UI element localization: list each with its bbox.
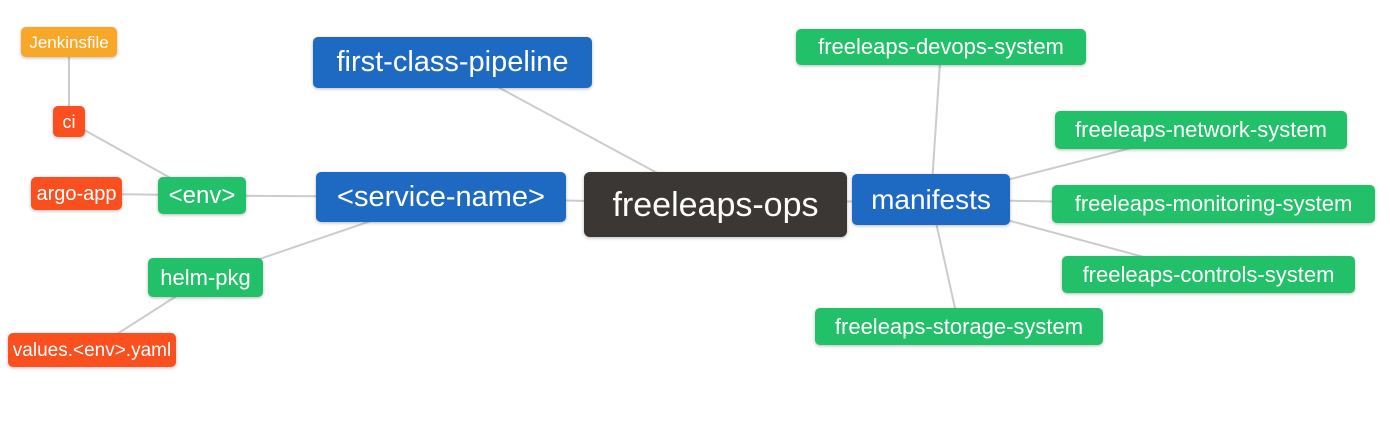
node-argo-app[interactable]: argo-app xyxy=(31,177,122,210)
node-env[interactable]: <env> xyxy=(158,177,246,214)
node-freeleaps-network-system[interactable]: freeleaps-network-system xyxy=(1055,111,1347,149)
node-first-class-pipeline[interactable]: first-class-pipeline xyxy=(313,37,592,88)
node-values-env-yaml[interactable]: values.<env>.yaml xyxy=(8,333,176,367)
node-freeleaps-devops-system[interactable]: freeleaps-devops-system xyxy=(796,29,1086,65)
node-freeleaps-ops-root[interactable]: freeleaps-ops xyxy=(584,172,847,237)
node-jenkinsfile[interactable]: Jenkinsfile xyxy=(21,27,117,57)
node-ci[interactable]: ci xyxy=(53,106,85,137)
node-helm-pkg[interactable]: helm-pkg xyxy=(148,258,263,297)
node-freeleaps-storage-system[interactable]: freeleaps-storage-system xyxy=(815,308,1103,345)
node-service-name[interactable]: <service-name> xyxy=(316,172,566,222)
node-freeleaps-controls-system[interactable]: freeleaps-controls-system xyxy=(1062,256,1355,293)
node-freeleaps-monitoring-system[interactable]: freeleaps-monitoring-system xyxy=(1052,185,1375,223)
node-manifests[interactable]: manifests xyxy=(852,174,1010,225)
